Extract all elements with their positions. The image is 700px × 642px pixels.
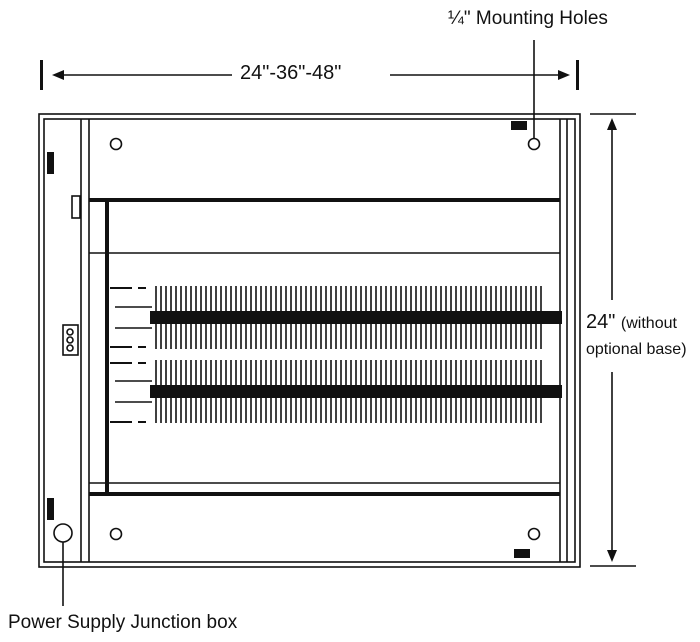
rail-top bbox=[89, 198, 560, 202]
height-arrow-bottom bbox=[607, 550, 617, 562]
heating-element-core-lower bbox=[150, 385, 562, 398]
width-end-bar-left bbox=[40, 60, 43, 90]
mounting-hole-bottom-right bbox=[527, 527, 541, 541]
latch bbox=[511, 121, 527, 130]
mounting-holes-label: ¼" Mounting Holes bbox=[448, 8, 608, 29]
width-arrow-left bbox=[52, 70, 64, 80]
height-note-continued: optional base) bbox=[586, 341, 687, 358]
junction-box-knockout bbox=[53, 523, 73, 543]
height-note: (without bbox=[620, 315, 677, 332]
element-lead-dash bbox=[110, 421, 132, 423]
latch bbox=[514, 549, 530, 558]
element-lead-dash bbox=[110, 346, 132, 348]
terminal-screw bbox=[66, 328, 74, 336]
width-end-bar-right bbox=[576, 60, 579, 90]
latch bbox=[47, 152, 54, 174]
mounting-hole-top-right bbox=[527, 137, 541, 151]
element-support-bar bbox=[105, 198, 109, 496]
height-dimension-label: 24" (without optional base) bbox=[586, 310, 687, 362]
rail-bottom bbox=[89, 492, 560, 496]
element-lead-dash bbox=[138, 287, 146, 289]
cabinet-outer-frame bbox=[38, 113, 581, 568]
heating-element-fins bbox=[155, 286, 542, 423]
element-lead-dash bbox=[138, 421, 146, 423]
height-arrow-top bbox=[607, 118, 617, 130]
height-value: 24" bbox=[586, 311, 616, 333]
terminal-screw bbox=[66, 344, 74, 352]
width-arrow-right bbox=[558, 70, 570, 80]
junction-box-label: Power Supply Junction box bbox=[8, 612, 238, 633]
mounting-hole-bottom-left bbox=[109, 527, 123, 541]
panel-tab bbox=[71, 195, 81, 219]
element-lead-dash bbox=[110, 287, 132, 289]
element-lead-dash bbox=[138, 346, 146, 348]
element-lead-dash bbox=[110, 362, 132, 364]
element-lead-dash bbox=[138, 362, 146, 364]
heating-element-core-upper bbox=[150, 311, 562, 324]
cabinet-inner-frame bbox=[43, 118, 576, 563]
terminal-block bbox=[62, 324, 79, 356]
mounting-hole-top-left bbox=[109, 137, 123, 151]
latch bbox=[47, 498, 54, 520]
terminal-screw bbox=[66, 336, 74, 344]
width-dimension-label: 24"-36"-48" bbox=[236, 62, 346, 85]
